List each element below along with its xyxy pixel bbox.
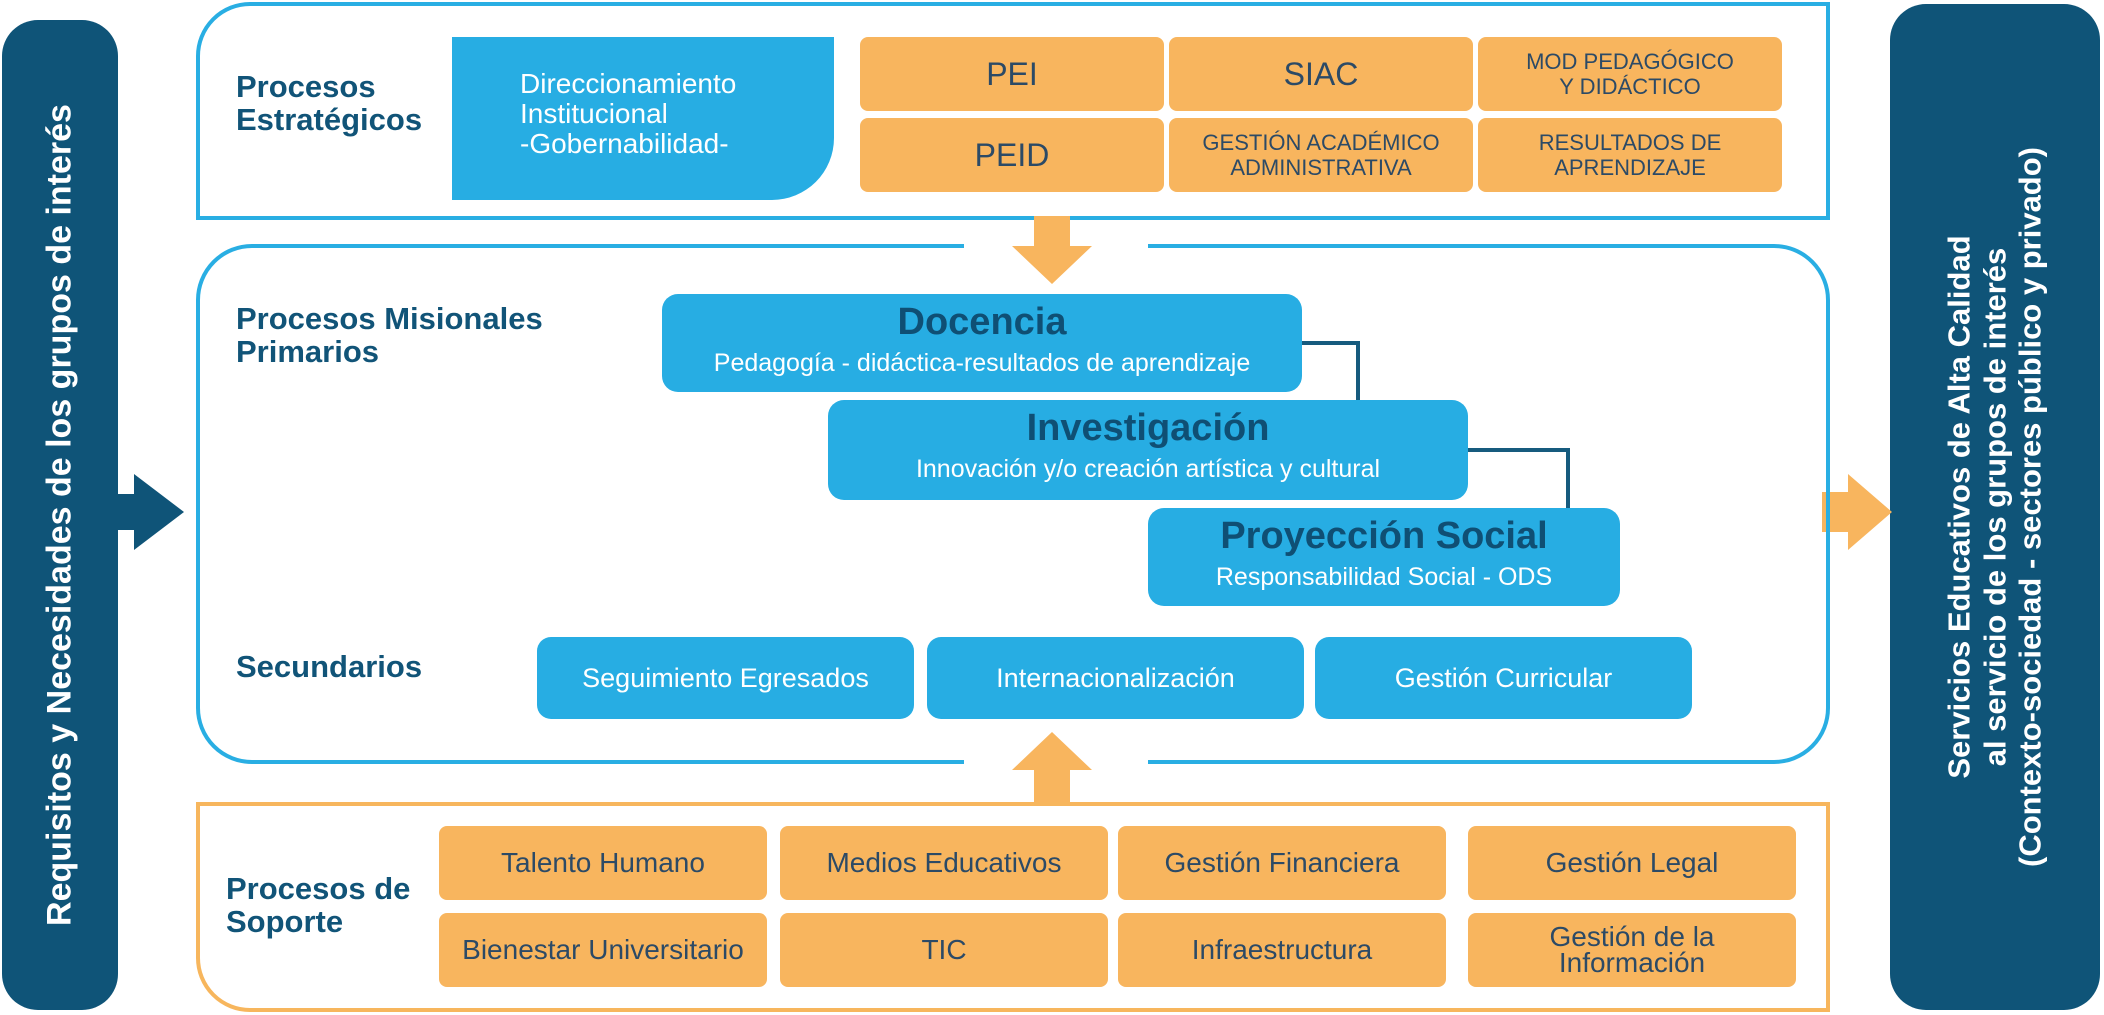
estrategico-box-mod-pedagogico: MOD PEDAGÓGICO Y DIDÁCTICO	[1478, 37, 1782, 111]
soporte-frame	[196, 802, 1830, 1012]
right-bar-text: Servicios Educativos de Alta Calidad al …	[1942, 147, 2049, 867]
estrategicos-frame	[196, 2, 1830, 220]
right-services-bar: Servicios Educativos de Alta Calidad al …	[1890, 4, 2100, 1010]
box-line1: Talento Humano	[501, 847, 705, 878]
right-bar-line-3: (Contexto-sociedad - sectores público y …	[2012, 146, 2048, 868]
direccionamiento-line3: -Gobernabilidad-	[520, 128, 729, 159]
gestion-informacion-box: Gestión de la Información	[1468, 913, 1796, 987]
bienestar-universitario-box: Bienestar Universitario	[439, 913, 767, 987]
box-line1: SIAC	[1283, 56, 1359, 92]
box-line1: Gestión de la	[1549, 921, 1715, 952]
box-line2: Información	[1558, 947, 1706, 978]
internacionalizacion-box: Internacionalización	[927, 637, 1304, 719]
direccionamiento-line1: Direccionamiento	[520, 68, 737, 99]
proyeccion-social-title: Proyección Social	[1220, 515, 1548, 557]
misionales-label-line1: Procesos Misionales	[236, 301, 543, 336]
estrategico-box-resultados: RESULTADOS DE APRENDIZAJE	[1478, 118, 1782, 192]
output-arrow-icon	[1822, 474, 1892, 550]
box-line1: RESULTADOS DE	[1538, 130, 1722, 155]
right-bar-line-1: Servicios Educativos de Alta Calidad	[1941, 235, 1977, 779]
estrategicos-label-line1: Procesos	[236, 69, 376, 104]
down-arrow-icon	[1012, 216, 1092, 284]
estrategicos-label-line2: Estratégicos	[236, 102, 423, 137]
up-arrow-icon	[1012, 732, 1092, 804]
connector-docencia-v	[1356, 341, 1360, 403]
direccionamiento-box: Direccionamiento Institucional -Gobernab…	[452, 37, 834, 200]
estrategicos-label: Procesos Estratégicos	[236, 70, 422, 136]
soporte-label-line1: Procesos de	[226, 871, 411, 906]
investigacion-subtitle: Innovación y/o creación artística y cult…	[915, 455, 1381, 483]
seguimiento-egresados-box: Seguimiento Egresados	[537, 637, 914, 719]
medios-educativos-box: Medios Educativos	[780, 826, 1108, 900]
left-bar-text: Requisitos y Necesidades de los grupos d…	[40, 104, 79, 926]
docencia-box: Docencia Pedagogía - didáctica-resultado…	[662, 294, 1302, 392]
box-line1: Infraestructura	[1191, 934, 1373, 965]
investigacion-box: Investigación Innovación y/o creación ar…	[828, 400, 1468, 500]
box-line1: Bienestar Universitario	[462, 934, 744, 965]
box-line1: PEID	[974, 137, 1050, 173]
estrategico-box-siac: SIAC	[1169, 37, 1473, 111]
right-bar-line-2: al servicio de los grupos de interés	[1977, 247, 2013, 767]
box-line1: TIC	[921, 934, 967, 965]
tic-box: TIC	[780, 913, 1108, 987]
direccionamiento-line2: Institucional	[520, 98, 668, 129]
gestion-curricular-box: Gestión Curricular	[1315, 637, 1692, 719]
gestion-financiera-box: Gestión Financiera	[1118, 826, 1446, 900]
box-line2: Y DIDÁCTICO	[1559, 74, 1701, 99]
box-line2: APRENDIZAJE	[1554, 155, 1706, 180]
box-line1: GESTIÓN ACADÉMICO	[1202, 130, 1440, 155]
box-line2: ADMINISTRATIVA	[1230, 155, 1412, 180]
connector-investigacion-h	[1466, 448, 1570, 452]
connector-investigacion-v	[1566, 448, 1570, 510]
misionales-label: Procesos Misionales Primarios	[236, 302, 543, 368]
left-requirements-bar: Requisitos y Necesidades de los grupos d…	[2, 20, 118, 1010]
input-arrow-icon	[118, 474, 184, 550]
box-line1: Gestión Legal	[1545, 847, 1719, 878]
soporte-label: Procesos de Soporte	[226, 872, 410, 938]
gestion-legal-box: Gestión Legal	[1468, 826, 1796, 900]
estrategico-box-gestion-academico: GESTIÓN ACADÉMICO ADMINISTRATIVA	[1169, 118, 1473, 192]
box-line1: MOD PEDAGÓGICO	[1526, 49, 1734, 74]
estrategico-box-pei: PEI	[860, 37, 1164, 111]
secundarios-label: Secundarios	[236, 649, 423, 684]
box-line1: Medios Educativos	[826, 847, 1062, 878]
investigacion-title: Investigación	[1026, 407, 1270, 449]
proyeccion-social-subtitle: Responsabilidad Social - ODS	[1215, 563, 1553, 591]
talento-humano-box: Talento Humano	[439, 826, 767, 900]
docencia-subtitle: Pedagogía - didáctica-resultados de apre…	[713, 349, 1251, 377]
box-line1: Gestión Financiera	[1164, 847, 1400, 878]
box-line1: PEI	[986, 56, 1038, 92]
proyeccion-social-box: Proyección Social Responsabilidad Social…	[1148, 508, 1620, 606]
misionales-label-line2: Primarios	[236, 334, 380, 369]
infraestructura-box: Infraestructura	[1118, 913, 1446, 987]
docencia-title: Docencia	[897, 301, 1067, 343]
connector-docencia-h	[1298, 341, 1360, 345]
estrategico-box-peid: PEID	[860, 118, 1164, 192]
soporte-label-line2: Soporte	[226, 904, 344, 939]
